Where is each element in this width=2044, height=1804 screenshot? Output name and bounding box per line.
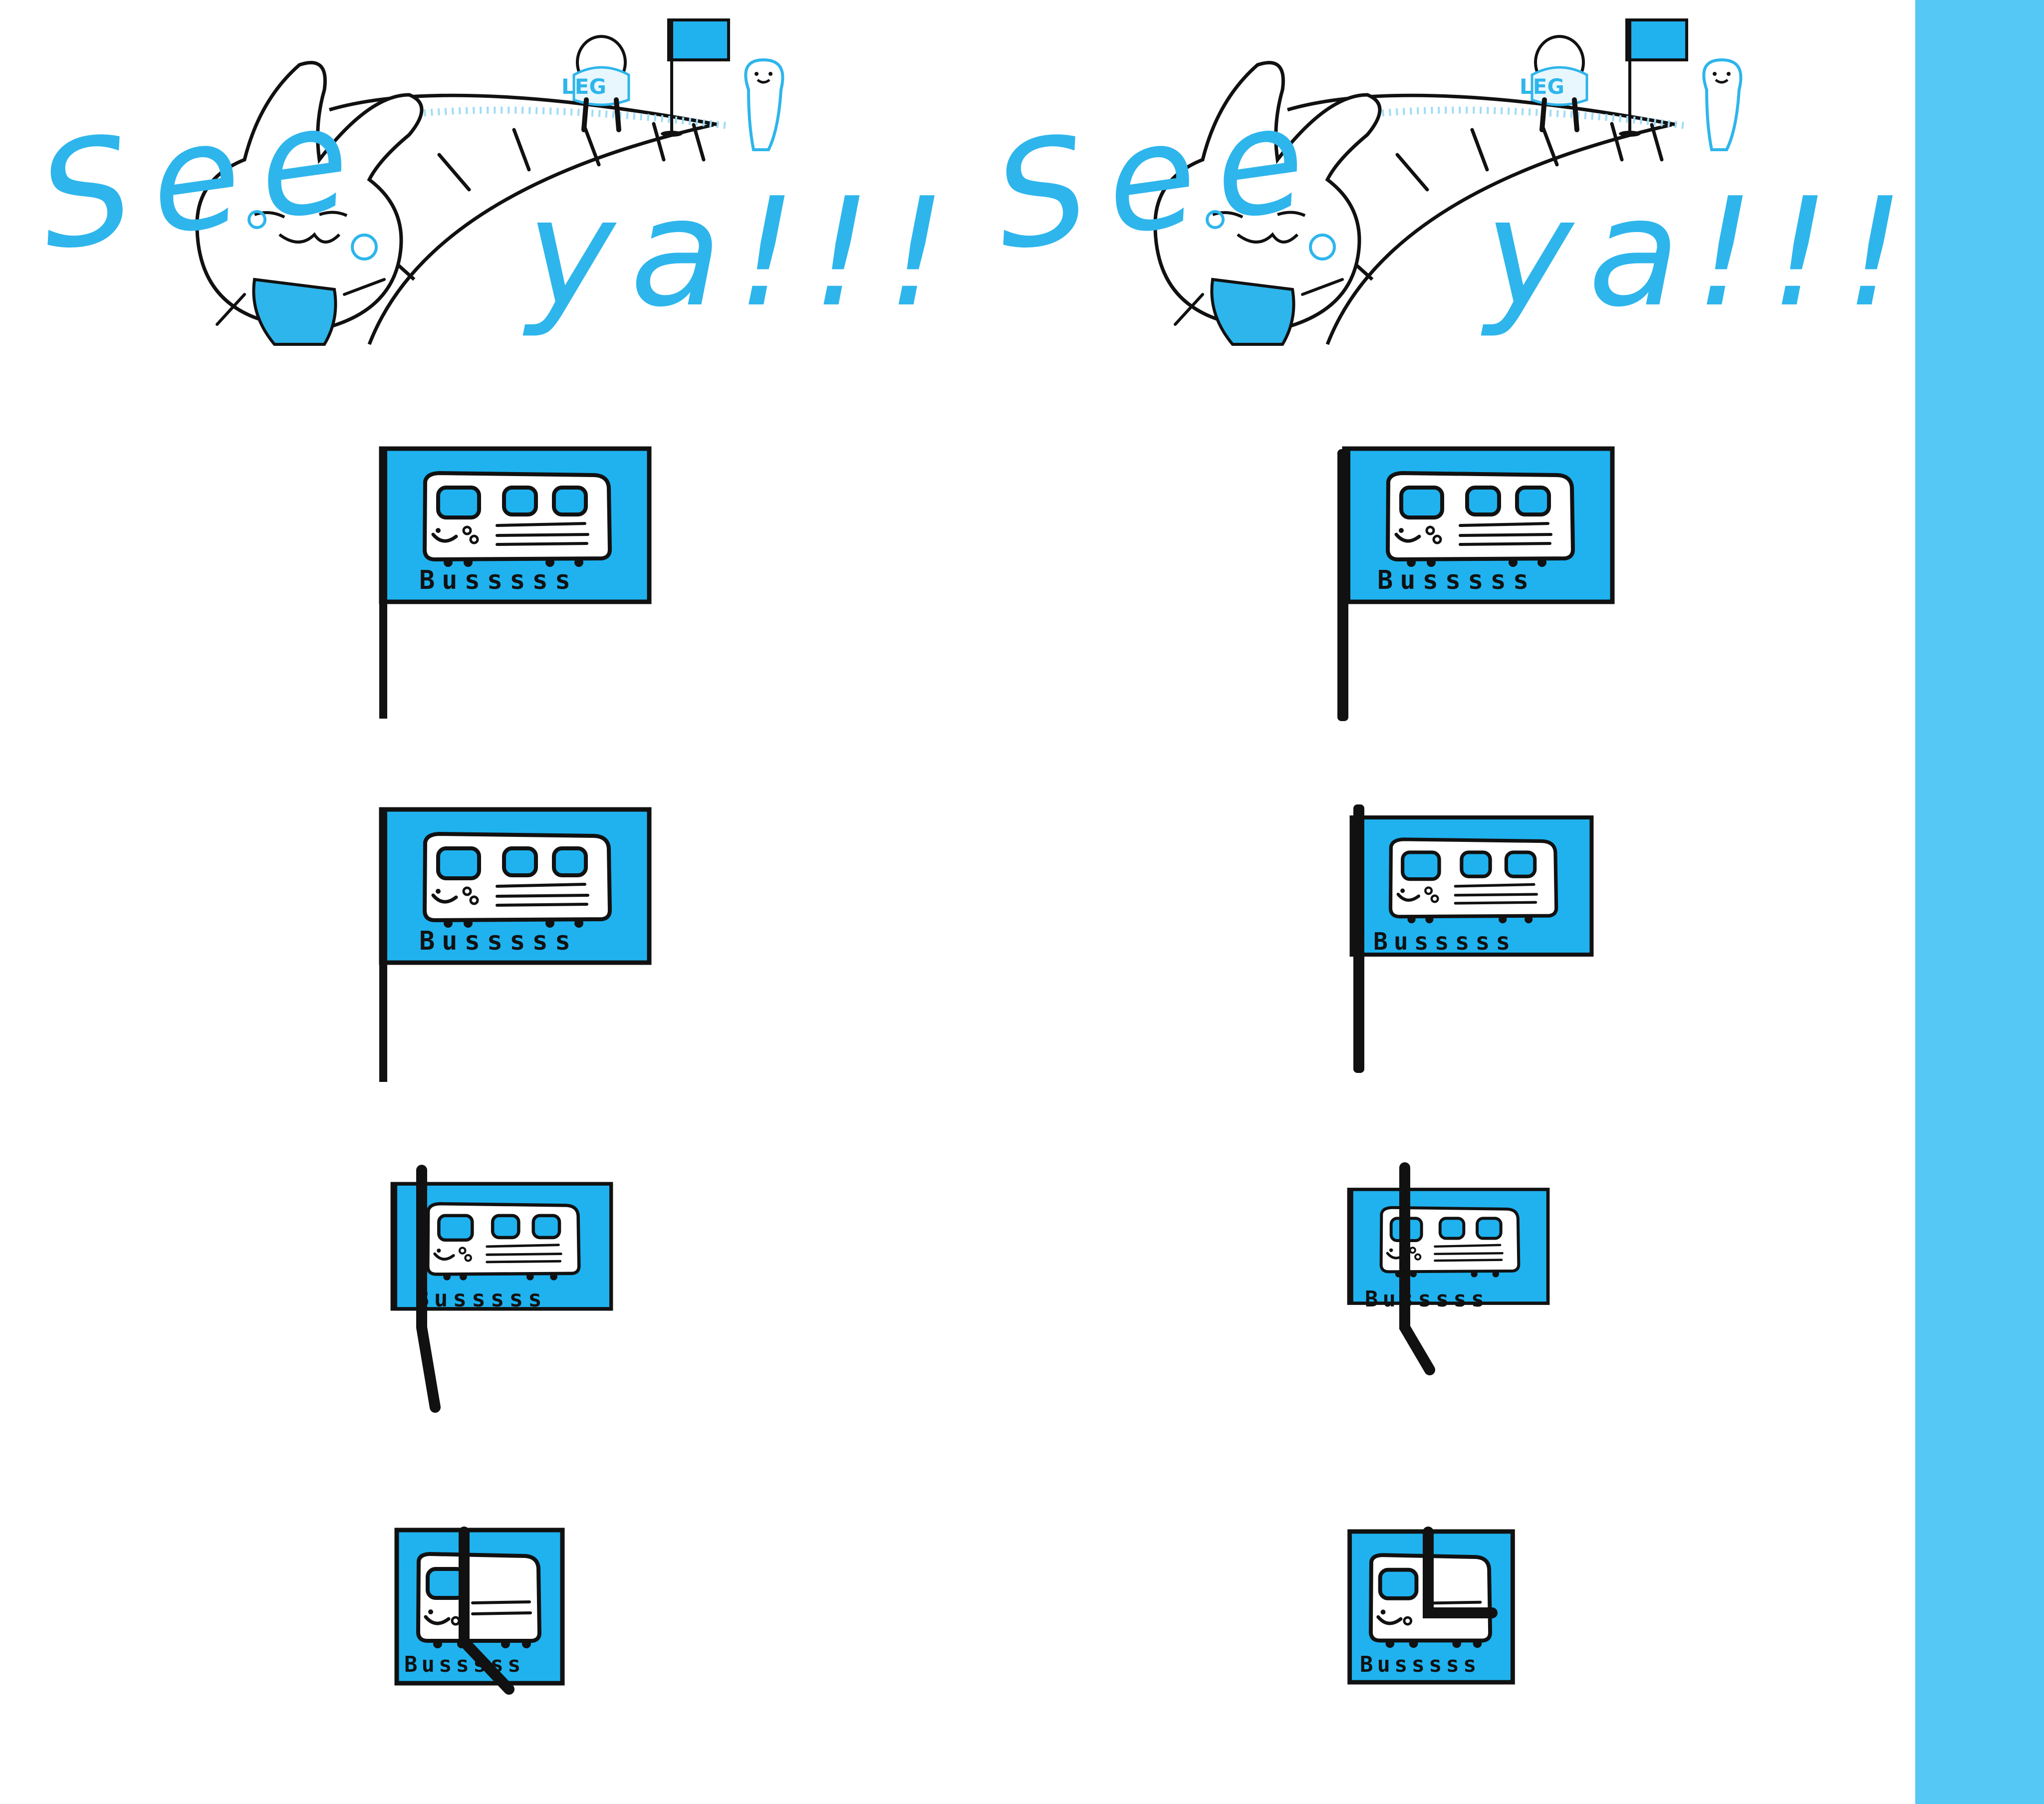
flag-pole [1353,804,1364,1073]
flag-frame-a2: Busssss [379,807,649,1082]
flag-label: Busssss [1373,928,1516,956]
greeting-bottom-right: ya!!! [1480,166,1920,340]
flag-frame-a1: Busssss [379,447,649,719]
banner-left: See ya!!! LEG [29,20,962,344]
flag-label: Busssss [419,926,577,956]
sweater-text-left: LEG [561,74,606,99]
flag-frame-a3: Busssss [391,1165,611,1413]
flag-pole [379,447,387,719]
greeting-bottom-left: ya!!! [522,166,962,340]
flag-pole [1337,449,1348,721]
flag-frame-b1: Busssss [1337,447,1612,721]
sidebar-strip [1915,0,2044,1804]
flag-label: Busssss [1360,1652,1480,1677]
flag-pole [416,1165,441,1413]
flag-label: Busssss [415,1285,547,1312]
flag-label: Busssss [419,565,577,595]
flag-frame-b4: Busssss [1350,1527,1513,1682]
flag-frame-b2: Busssss [1350,804,1591,1073]
banner-right: See ya!!! LEG [985,20,1920,344]
sweater-text-right: LEG [1520,74,1564,99]
flag-label: Busssss [1377,565,1535,595]
flag-pole [1423,1527,1498,1618]
flag-pole [459,1527,514,1695]
flag-pole [1399,1162,1435,1375]
flag-label: Busssss [404,1652,524,1677]
flag-frame-b3: Busssss [1347,1162,1548,1375]
flag-label: Busssss [1365,1287,1489,1312]
flag-frame-a4: Busssss [397,1527,562,1695]
flag-pole [379,807,387,1082]
